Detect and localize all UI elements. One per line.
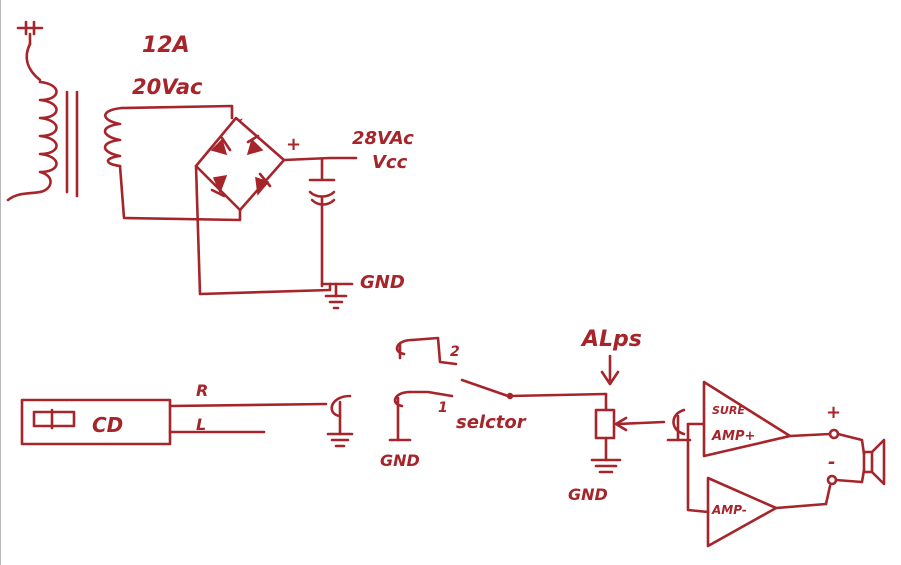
signal-chain-section: CD R L 2 1 GND bbox=[20, 327, 886, 548]
bridge-plus-mark: + bbox=[286, 134, 301, 155]
volume-potentiometer-icon bbox=[594, 354, 666, 462]
input-ground-label: GND bbox=[380, 451, 420, 470]
dc-positive-rail bbox=[282, 156, 358, 162]
mains-plug-icon bbox=[16, 20, 44, 46]
selector-input-1-jack bbox=[388, 390, 454, 442]
selector-position-2-label: 2 bbox=[450, 344, 460, 360]
psu-ground-label: GND bbox=[360, 272, 405, 293]
left-channel-label: L bbox=[196, 415, 206, 434]
pot-ground-label: GND bbox=[568, 485, 608, 504]
speaker-icon bbox=[834, 432, 886, 486]
secondary-coil bbox=[103, 106, 124, 168]
amp-positive-label-line1: SURE bbox=[712, 404, 745, 417]
filter-capacitor-icon bbox=[308, 158, 336, 288]
cd-label: CD bbox=[92, 413, 123, 437]
selector-position-1-label: 1 bbox=[438, 400, 448, 416]
current-rating-label: 12A bbox=[142, 33, 190, 58]
secondary-bottom-wire bbox=[118, 164, 242, 222]
primary-return bbox=[6, 190, 42, 202]
selector-input-2-jack bbox=[395, 336, 458, 366]
power-supply-section: 12A 20Vac ~ + 28VAc Vcc GND bbox=[6, 20, 414, 310]
amp-positive-label: AMP+ bbox=[711, 429, 755, 444]
amp-positive-triangle bbox=[702, 380, 840, 458]
bridge-ac-mark: ~ bbox=[232, 112, 244, 128]
secondary-top-wire bbox=[120, 104, 234, 120]
cd-player-box bbox=[20, 398, 172, 446]
selector-switch-icon bbox=[460, 378, 608, 400]
primary-coil bbox=[38, 80, 58, 194]
output-voltage-label: 28VAc bbox=[352, 128, 414, 149]
amp-negative-label: AMP- bbox=[711, 503, 747, 517]
primary-lead bbox=[25, 42, 42, 82]
pot-ground-icon bbox=[590, 458, 622, 474]
speaker-plus-label: + bbox=[826, 402, 841, 423]
bridge-rectifier bbox=[194, 116, 286, 212]
selector-label: selctor bbox=[456, 412, 527, 433]
secondary-voltage-label: 20Vac bbox=[132, 75, 203, 99]
amp-input-coupling-icon bbox=[666, 408, 710, 514]
right-channel-wire bbox=[168, 402, 328, 408]
canvas-edge bbox=[0, 0, 1, 565]
bridge-diode-icons bbox=[210, 134, 272, 198]
dc-negative-return bbox=[194, 164, 332, 296]
volume-pot-label: ALps bbox=[580, 327, 642, 352]
psu-ground-icon bbox=[320, 282, 354, 310]
right-channel-label: R bbox=[196, 381, 208, 400]
rca-jack-icon bbox=[326, 394, 354, 448]
vcc-rail-label: Vcc bbox=[372, 152, 408, 173]
speaker-minus-label: - bbox=[828, 452, 835, 473]
